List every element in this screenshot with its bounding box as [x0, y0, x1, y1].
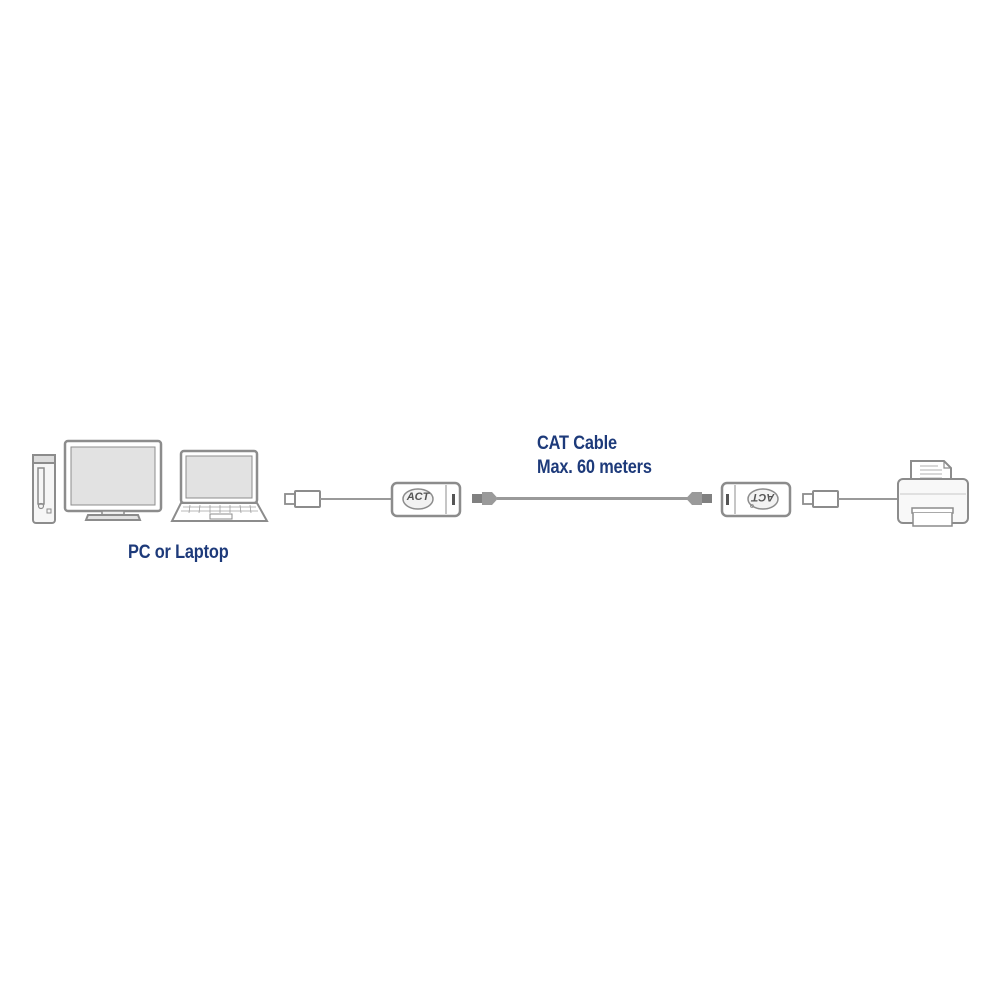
printer-icon — [897, 460, 969, 527]
laptop-icon — [170, 449, 269, 522]
cat-cable-label: CAT Cable — [537, 433, 617, 454]
pc-or-laptop-label: PC or Laptop — [128, 542, 229, 563]
extender-left-logo: ACT — [406, 491, 430, 503]
desktop-tower-icon — [32, 454, 56, 524]
usb-plug-right-icon — [802, 490, 898, 508]
cat-cable-icon — [472, 492, 712, 505]
cat-cable-max-length-label: Max. 60 meters — [537, 457, 652, 478]
monitor-icon — [63, 439, 163, 521]
extender-left-icon — [390, 481, 462, 518]
extender-right-icon — [720, 481, 792, 518]
extender-right-logo: ACT — [751, 491, 775, 503]
usb-plug-left-icon — [284, 490, 392, 508]
